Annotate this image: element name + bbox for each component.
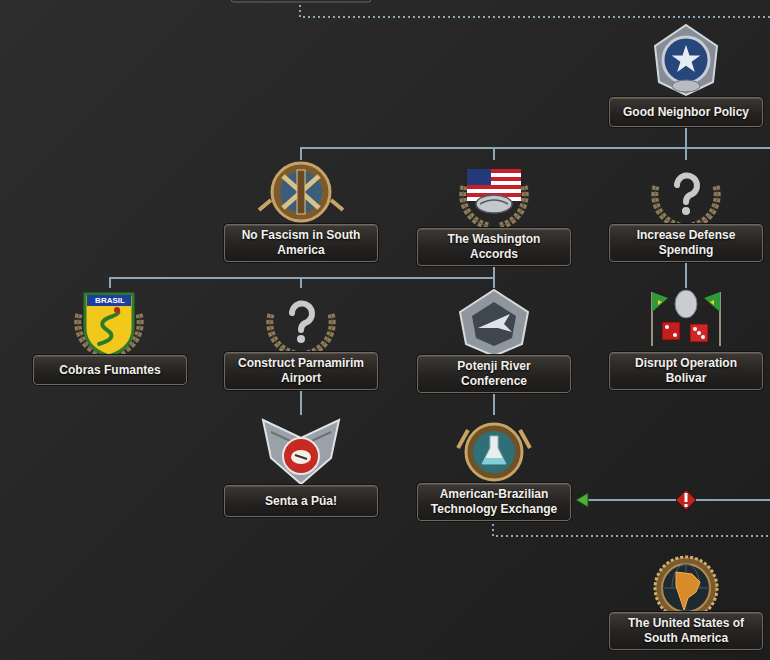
focus-node: The United States of South America	[609, 546, 763, 650]
focus-plate: The United States of South America	[609, 612, 763, 650]
question-icon	[270, 303, 332, 354]
question-icon	[655, 175, 717, 226]
focus-name: Construct Parnamirim Airport	[231, 356, 371, 386]
focus-icon	[263, 420, 339, 484]
focus-icon	[652, 290, 720, 346]
focus-name: Increase Defense Spending	[616, 228, 756, 258]
focus-name: Disrupt Operation Bolivar	[616, 356, 756, 386]
focus-icon	[463, 169, 525, 226]
focus-name: Cobras Fumantes	[59, 363, 160, 378]
focus-node: The Washington Accords	[417, 160, 571, 266]
dotted-line	[300, 0, 770, 536]
focus-plate: The Washington Accords	[417, 228, 571, 266]
prerequisite-line	[110, 266, 494, 288]
prerequisite-line	[493, 266, 495, 288]
focus-plate: No Fascism in South America	[224, 224, 378, 262]
focus-icon	[655, 557, 717, 619]
focus-plate: Increase Defense Spending	[609, 224, 763, 262]
prerequisite-line	[301, 266, 494, 288]
prerequisite-line	[301, 127, 686, 160]
prerequisite-line	[493, 393, 495, 415]
focus-node: Disrupt Operation Bolivar	[609, 288, 763, 390]
focus-node: Senta a Púa!	[224, 415, 378, 517]
focus-node: Increase Defense Spending	[609, 160, 763, 262]
focus-icon	[259, 163, 343, 221]
icon-label: BRASIL	[93, 296, 127, 305]
prerequisite-line	[300, 390, 302, 415]
focus-plate: Construct Parnamirim Airport	[224, 352, 378, 390]
focus-icon	[460, 290, 528, 356]
focus-name: American-Brazilian Technology Exchange	[424, 487, 564, 517]
focus-node: Construct Parnamirim Airport	[224, 288, 378, 390]
focus-node: No Fascism in South America	[224, 160, 378, 262]
prerequisite-line	[494, 127, 686, 160]
focus-name: No Fascism in South America	[231, 228, 371, 258]
focus-plate: Good Neighbor Policy	[609, 97, 763, 127]
focus-icon	[78, 294, 140, 356]
focus-node: Good Neighbor Policy	[609, 25, 763, 127]
focus-icon	[458, 424, 530, 480]
focus-node: Potenji River Conference	[417, 288, 571, 393]
focus-name: The Washington Accords	[424, 232, 564, 262]
tree-line	[686, 147, 770, 149]
focus-name: Good Neighbor Policy	[623, 105, 749, 120]
focus-plate: Disrupt Operation Bolivar	[609, 352, 763, 390]
focus-icon	[655, 25, 717, 95]
prerequisite-line	[685, 127, 687, 160]
focus-plate: Cobras Fumantes	[33, 355, 187, 385]
focus-plate: American-Brazilian Technology Exchange	[417, 483, 571, 521]
focus-name: Senta a Púa!	[265, 494, 337, 509]
prerequisite-line	[685, 262, 687, 288]
focus-name: The United States of South America	[616, 616, 756, 646]
partial-plate	[231, 0, 371, 2]
focus-node: American-Brazilian Technology Exchange	[417, 415, 571, 521]
focus-plate: Senta a Púa!	[224, 485, 378, 517]
focus-plate: Potenji River Conference	[417, 355, 571, 393]
focus-name: Potenji River Conference	[424, 359, 564, 389]
exclusive-line	[576, 490, 770, 510]
